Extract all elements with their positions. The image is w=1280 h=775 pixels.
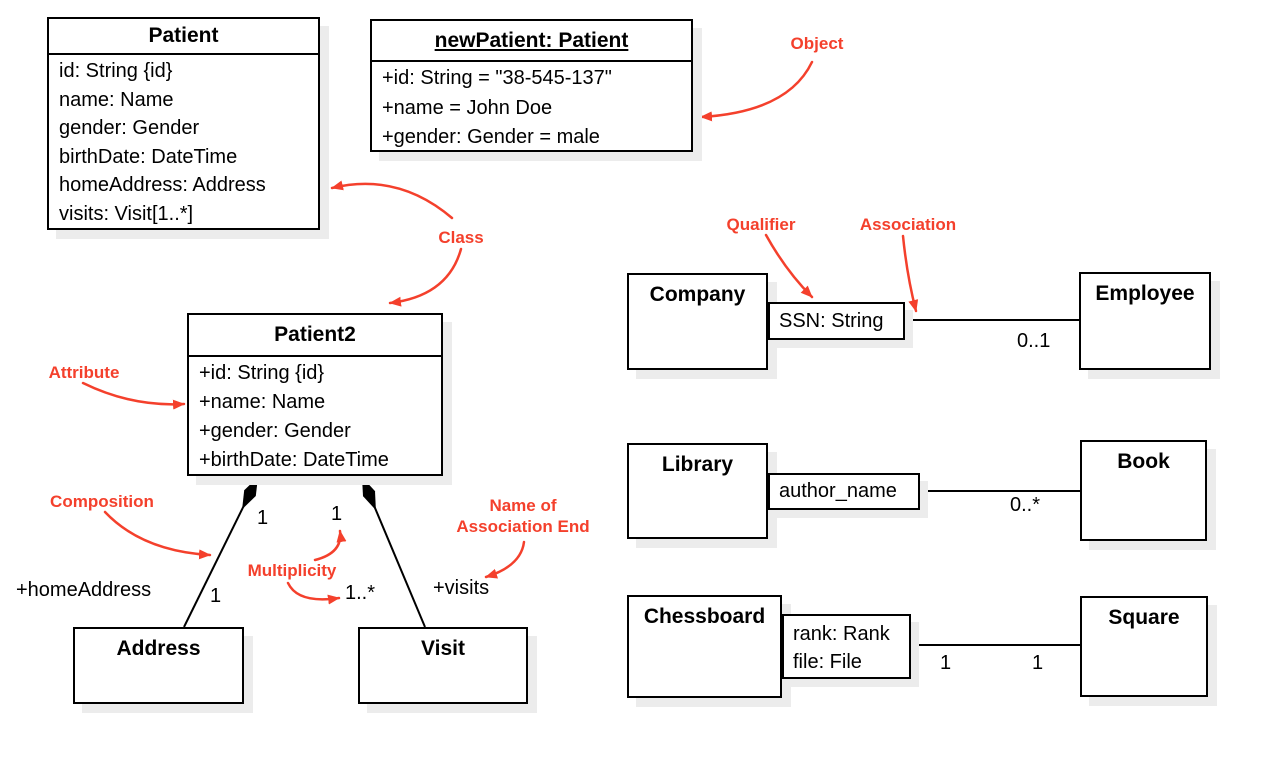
class-attribute: name: Name <box>59 88 174 111</box>
class-box-company: Company <box>627 273 768 370</box>
class-title: Chessboard <box>643 605 766 628</box>
annotation-arrow-qualifier <box>764 233 814 299</box>
class-title: Patient2 <box>189 315 441 357</box>
multiplicity-label-visit-end: 1..* <box>345 582 376 604</box>
annotation-label-attribute: Attribute <box>48 363 120 382</box>
object-title: newPatient: Patient <box>372 21 691 62</box>
class-attribute: +birthDate: DateTime <box>199 449 389 471</box>
composition-diamond-visit <box>362 477 376 511</box>
class-box-patient2: Patient2 +id: String {id} +name: Name +g… <box>187 313 443 476</box>
qualifier-box-rank-file: rank: Rank file: File <box>782 614 911 679</box>
annotation-label-object: Object <box>790 34 844 53</box>
object-attribute: +id: String = "38-545-137" <box>382 67 612 89</box>
annotation-arrow-composition <box>103 510 212 560</box>
class-title: Company <box>649 283 746 306</box>
class-attribute: birthDate: DateTime <box>59 145 238 168</box>
composition-diamond-address <box>242 477 258 510</box>
class-title: Address <box>116 637 201 660</box>
annotation-arrow-multiplicity-lower <box>286 581 341 605</box>
annotation-label-line: Name of <box>489 496 557 515</box>
annotation-arrow-association <box>901 234 919 313</box>
annotation-label-composition: Composition <box>50 492 154 511</box>
class-box-chessboard: Chessboard <box>627 595 782 698</box>
class-box-library: Library <box>627 443 768 539</box>
annotation-label-multiplicity: Multiplicity <box>247 561 337 580</box>
annotation-arrow-class-to-patient2 <box>388 247 463 307</box>
class-title: Library <box>661 453 734 476</box>
class-box-book: Book <box>1080 440 1207 541</box>
class-attribute: visits: Visit[1..*] <box>59 202 194 225</box>
class-attribute: +id: String {id} <box>199 362 325 384</box>
class-attribute: gender: Gender <box>59 117 200 139</box>
annotation-arrow-attribute <box>81 381 186 410</box>
class-box-square: Square <box>1080 596 1208 697</box>
qualifier-text: rank: Rank <box>793 623 890 645</box>
annotation-label-line: Association End <box>456 517 590 536</box>
annotation-label-association: Association <box>859 215 957 234</box>
qualifier-text: SSN: String <box>779 310 884 332</box>
multiplicity-label-employee-end: 0..1 <box>1017 330 1051 352</box>
class-box-patient: Patient id: String {id} name: Name gende… <box>47 17 320 230</box>
class-title: Square <box>1108 606 1180 629</box>
class-title: Patient <box>49 19 318 55</box>
class-box-address: Address <box>73 627 244 704</box>
class-box-employee: Employee <box>1079 272 1211 370</box>
qualifier-box-ssn: SSN: String <box>768 302 905 340</box>
annotation-arrow-multiplicity-upper <box>313 529 347 562</box>
class-attribute: +gender: Gender <box>199 420 351 442</box>
multiplicity-label-book-end: 0..* <box>1010 494 1041 516</box>
class-title: Visit <box>421 637 465 660</box>
annotation-label-association-end: Name of Association End <box>438 495 608 537</box>
object-attribute: +gender: Gender = male <box>382 126 600 148</box>
class-title: Book <box>1117 450 1170 473</box>
annotation-label-qualifier: Qualifier <box>726 215 796 234</box>
class-attribute: homeAddress: Address <box>59 174 266 196</box>
multiplicity-label-chessboard-line-left: 1 <box>940 652 952 674</box>
class-box-visit: Visit <box>358 627 528 704</box>
annotation-arrow-association-end <box>484 540 526 579</box>
class-title: Employee <box>1095 282 1195 305</box>
multiplicity-label-address-end: 1 <box>210 585 222 607</box>
association-end-label-visits: +visits <box>433 577 490 599</box>
annotation-arrow-object <box>699 60 814 122</box>
class-attribute: +name: Name <box>199 391 326 413</box>
object-box-newpatient: newPatient: Patient +id: String = "38-54… <box>370 19 693 152</box>
object-attribute: +name = John Doe <box>382 96 553 119</box>
class-attribute: id: String {id} <box>59 60 173 82</box>
qualifier-text: author_name <box>779 480 897 502</box>
multiplicity-label-patient2-address: 1 <box>257 507 269 529</box>
annotation-arrow-class-to-patient <box>330 180 454 220</box>
annotation-label-class: Class <box>438 228 484 247</box>
association-end-label-homeaddress: +homeAddress <box>16 579 152 601</box>
multiplicity-label-patient2-visit: 1 <box>331 503 343 525</box>
qualifier-box-author-name: author_name <box>768 473 920 510</box>
qualifier-text: file: File <box>793 651 862 673</box>
multiplicity-label-chessboard-line-right: 1 <box>1032 652 1044 674</box>
